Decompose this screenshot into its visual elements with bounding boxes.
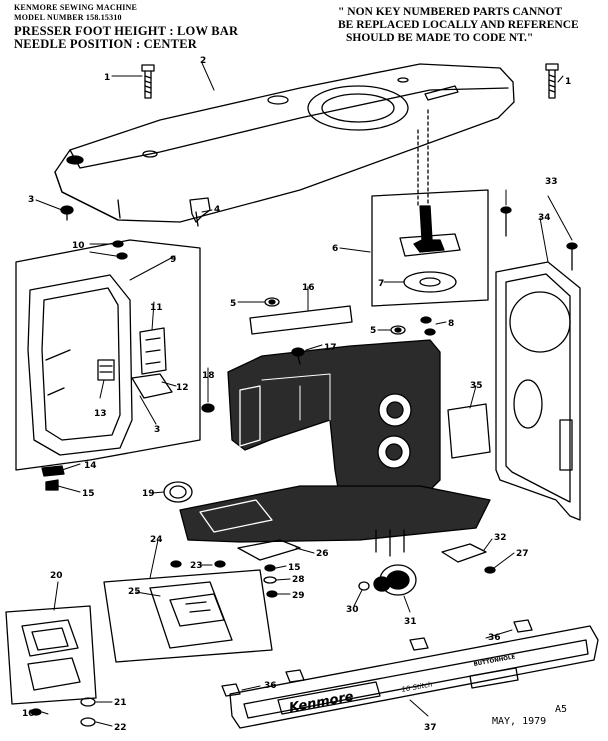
callout-30: 30 xyxy=(346,605,359,615)
screw-10 xyxy=(112,240,128,260)
side-cover-left xyxy=(27,274,133,456)
callout-27: 27 xyxy=(516,549,529,559)
callout-4: 4 xyxy=(214,205,220,215)
callout-12: 12 xyxy=(176,383,189,393)
callout-15: 15 xyxy=(82,489,95,499)
footer-code: A5 xyxy=(555,704,568,715)
callout-37: 37 xyxy=(424,723,437,733)
header-presser-foot-line: PRESSER FOOT HEIGHT : LOW BAR xyxy=(14,24,239,38)
box-20 xyxy=(5,605,97,705)
callout-36: 36 xyxy=(264,681,277,691)
screw-17 xyxy=(291,347,305,365)
lever-32 xyxy=(441,543,496,574)
callout-34: 34 xyxy=(538,213,551,223)
bracket-11 xyxy=(139,327,167,375)
ring-19 xyxy=(163,481,193,503)
header-needle-position-line: NEEDLE POSITION : CENTER xyxy=(14,37,197,51)
bobbin-plate-20 xyxy=(21,619,81,691)
washers-21-22 xyxy=(30,697,96,727)
callout-5: 5 xyxy=(230,299,236,309)
callout-8: 8 xyxy=(448,319,454,329)
note-line-2: BE REPLACED LOCALLY AND REFERENCE xyxy=(338,19,579,31)
callout-26: 26 xyxy=(316,549,329,559)
note-line-3: SHOULD BE MADE TO CODE NT." xyxy=(346,32,534,44)
callout-35: 35 xyxy=(470,381,483,391)
callout-19: 19 xyxy=(142,489,155,499)
slide-plate-25 xyxy=(149,581,233,649)
callout-17: 17 xyxy=(324,343,337,353)
buttonhole-label: BUTTONHOLE xyxy=(473,654,516,668)
plate-35 xyxy=(447,403,491,459)
box-6 xyxy=(371,109,489,307)
callout-25: 25 xyxy=(128,587,141,597)
footer-date: MAY, 1979 xyxy=(492,716,547,727)
callout-1: 1 xyxy=(565,77,571,87)
callout-9: 9 xyxy=(170,255,176,265)
screw-3-top xyxy=(60,205,74,221)
callout-18: 18 xyxy=(202,371,215,381)
knob-31 xyxy=(358,564,417,596)
callout-16: 16 xyxy=(302,283,315,293)
callout-24: 24 xyxy=(150,535,163,545)
screw-right xyxy=(545,63,559,99)
callout-6: 6 xyxy=(332,244,338,254)
callout-36: 36 xyxy=(488,633,501,643)
clips-36 xyxy=(221,619,533,697)
callout-11: 11 xyxy=(150,303,163,313)
box-24 xyxy=(103,569,273,663)
callout-10: 10 xyxy=(72,241,85,251)
screws-27-29 xyxy=(263,564,278,598)
washer-5-left xyxy=(264,297,280,307)
callout-7: 7 xyxy=(378,279,384,289)
screws-23 xyxy=(170,560,226,568)
nameplate-text: Kenmore 10 Stitch BUTTONHOLE xyxy=(288,654,516,716)
callout-13: 13 xyxy=(94,409,107,419)
callout-31: 31 xyxy=(404,617,417,627)
bed-plate xyxy=(179,485,491,557)
spring-26 xyxy=(237,539,301,561)
callout-5: 5 xyxy=(370,326,376,336)
callout-20: 20 xyxy=(50,571,63,581)
callout-22: 22 xyxy=(114,723,127,733)
callout-15: 15 xyxy=(288,563,301,573)
top-cover xyxy=(54,63,515,223)
screw-left xyxy=(141,64,155,99)
callout-21: 21 xyxy=(114,698,127,708)
callout-29: 29 xyxy=(292,591,305,601)
bracket-4 xyxy=(189,197,211,227)
callout-3: 3 xyxy=(154,425,160,435)
header-brand-line: KENMORE SEWING MACHINE xyxy=(14,3,138,12)
screws-33 xyxy=(500,206,578,271)
header-model-line: MODEL NUMBER 158.15310 xyxy=(14,13,122,22)
callout-14: 14 xyxy=(84,461,97,471)
washer-5-right xyxy=(390,325,406,335)
callout-28: 28 xyxy=(292,575,305,585)
screw-8 xyxy=(420,316,436,336)
callout-23: 23 xyxy=(190,561,203,571)
foot-14 xyxy=(41,465,65,491)
callout-32: 32 xyxy=(494,533,507,543)
leader-lines xyxy=(35,62,573,727)
screw-18 xyxy=(201,403,215,413)
nameplate-37 xyxy=(229,625,599,729)
callout-2: 2 xyxy=(200,56,206,66)
bracket-12 xyxy=(131,373,173,399)
callout-1: 1 xyxy=(104,73,110,83)
callout-10: 10 xyxy=(22,709,35,719)
note-line-1: " NON KEY NUMBERED PARTS CANNOT xyxy=(338,6,563,18)
machine-body xyxy=(227,339,441,501)
callout-3: 3 xyxy=(28,195,34,205)
strip-16 xyxy=(249,305,353,335)
callout-33: 33 xyxy=(545,177,558,187)
end-cover-34 xyxy=(495,261,581,521)
box-9 xyxy=(15,239,201,471)
